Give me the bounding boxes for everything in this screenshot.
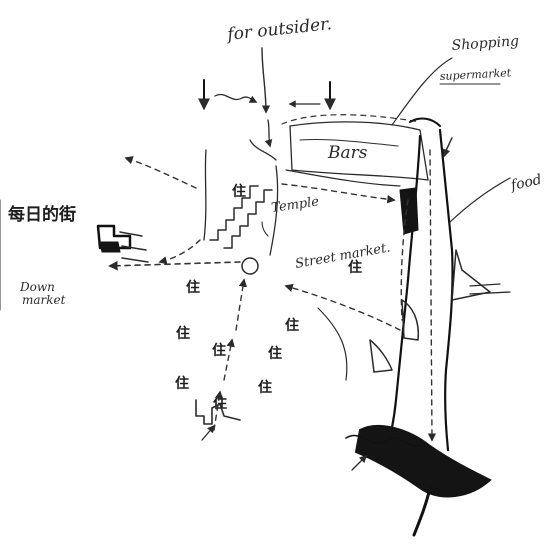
top-squiggle-arrow [215, 94, 256, 102]
corridor-block-4 [370, 340, 392, 372]
corridor-top-cap [410, 119, 440, 126]
housing-mark: 住 [175, 375, 189, 392]
label-supermarket: supermarket [439, 66, 512, 83]
path-to-down-market [110, 262, 240, 266]
label-for-outsider: for outsider. [224, 14, 332, 45]
bottom-dark-mass [346, 426, 490, 535]
corridor-block-1 [400, 188, 418, 234]
housing-mark: 住 [285, 317, 299, 334]
food-pointer [450, 178, 510, 222]
temple-wall-left [204, 150, 206, 240]
label-food: food [509, 172, 544, 194]
entrance-arrow [202, 426, 214, 440]
housing-mark: 住 [268, 345, 282, 362]
east-corridor [370, 119, 510, 450]
outsider-arrow [262, 48, 266, 112]
building-fill [100, 242, 120, 252]
street-market-node [242, 258, 258, 274]
label-shopping: Shopping [451, 33, 519, 54]
dark-mass-tail [414, 488, 430, 535]
center-junction-arrow [268, 120, 270, 146]
corridor-flow-down [430, 150, 432, 440]
entry-arrows [204, 48, 330, 146]
corridor-entry-arrow [444, 138, 452, 156]
path-to-east [286, 286, 400, 330]
corridor-left-wall [386, 136, 420, 450]
dark-mass-main [356, 426, 490, 496]
street-market-curve [318, 308, 347, 380]
everyday-street-building [98, 226, 148, 262]
label-street-market: Street market. [294, 240, 391, 271]
corridor-side-detail [470, 284, 510, 294]
path-to-upper-left [126, 158, 196, 188]
label-down-market-line2: market [22, 293, 66, 307]
shopping-pointer [392, 58, 452, 125]
path-down-left [160, 240, 200, 262]
temple-pointer [262, 222, 268, 236]
path-temple-to-bars [286, 170, 400, 186]
label-down-market-line1: Down [19, 280, 55, 294]
bars-dashed-edge [282, 115, 420, 124]
corridor-block-2 [452, 250, 490, 300]
housing-mark: 住 [258, 379, 272, 396]
dark-mass-arrow [352, 456, 366, 470]
label-bars: Bars [327, 143, 368, 163]
temple-gate [250, 140, 276, 160]
corridor-right-wall [440, 130, 453, 450]
housing-mark: 住 [186, 279, 200, 296]
label-everyday-street: 每日的街 [8, 204, 76, 225]
housing-mark: 住 [348, 259, 362, 276]
housing-mark: 住 [176, 325, 190, 342]
housing-mark: 住 [212, 342, 226, 359]
path-from-south-1 [236, 280, 244, 330]
housing-marks: 住 住 住 住 住 住 住 住 住 住 [175, 183, 362, 412]
